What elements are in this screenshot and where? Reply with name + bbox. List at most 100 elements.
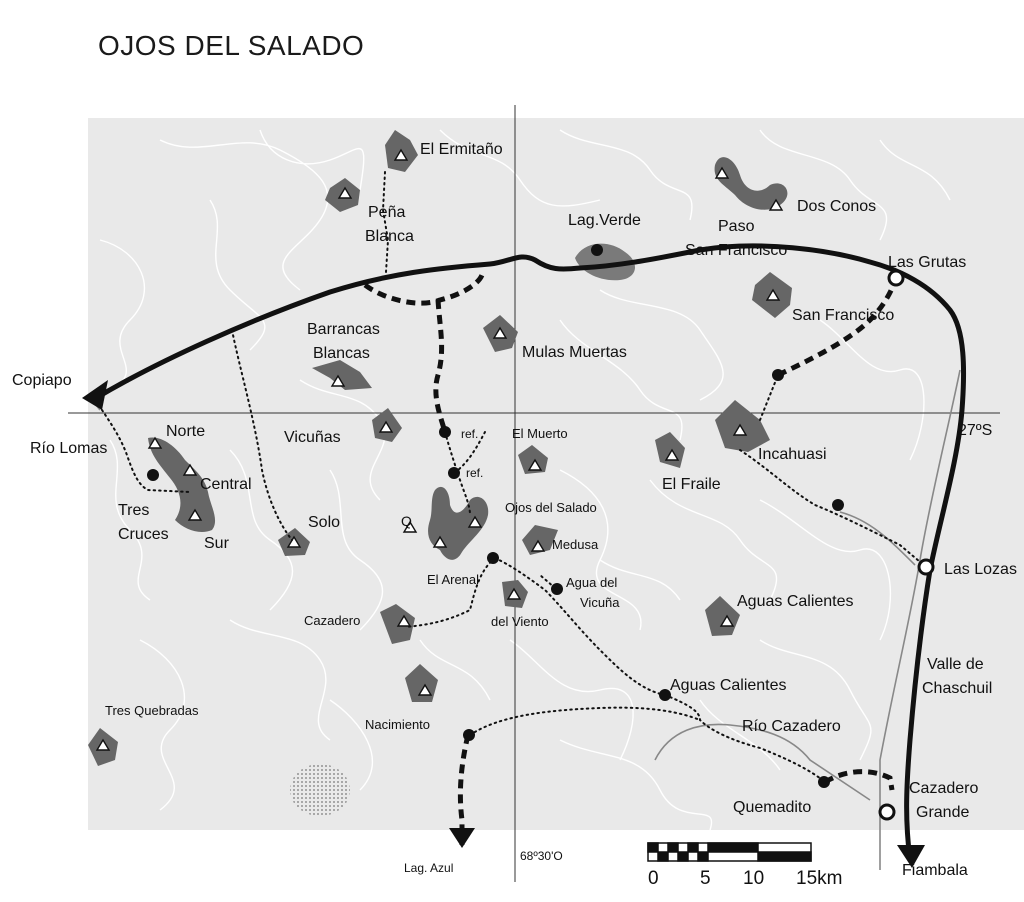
map-title: OJOS DEL SALADO — [98, 30, 365, 61]
quemadito-point — [818, 776, 830, 788]
label-blancas: Blancas — [313, 345, 370, 362]
label-aguas-calientes: Aguas Calientes — [670, 677, 787, 694]
medusa-peak — [522, 525, 558, 555]
summit-icon — [182, 463, 198, 476]
cazadero-grande-marker — [878, 803, 896, 821]
tres-cruces-point — [147, 469, 159, 481]
incahuasi-route-point — [772, 369, 784, 381]
label-medusa: Medusa — [552, 537, 599, 552]
label-norte: Norte — [166, 423, 206, 440]
label-rio-cazadero: Río Cazadero — [742, 718, 841, 735]
summit-icon — [393, 148, 409, 161]
el-muerto-peak — [518, 445, 548, 474]
summit-icon — [719, 614, 735, 627]
label-longitude: 68º30'O — [520, 849, 563, 863]
incahuasi-peak — [715, 400, 770, 452]
map-background — [88, 118, 960, 830]
label-cazadero-grande-2: Grande — [916, 804, 970, 821]
label-san-francisco: San Francisco — [792, 307, 895, 324]
summit-icon — [396, 614, 412, 627]
label-ojos-del-salado: Ojos del Salado — [505, 500, 597, 515]
agua-del-vicuna-point — [551, 583, 563, 595]
summit-icon — [527, 458, 543, 471]
label-vicunas: Vicuñas — [284, 429, 341, 446]
summit-icon — [286, 535, 302, 548]
label-nacimiento: Nacimiento — [365, 717, 431, 732]
label-el-ermitano: El Ermitaño — [420, 141, 503, 158]
las-lozas-marker — [917, 558, 935, 576]
label-paso-san-francisco: San Francisco — [685, 242, 788, 259]
summit-icon — [768, 198, 784, 211]
summit-icon — [147, 436, 163, 449]
scale-label-5: 5 — [700, 868, 711, 889]
label-chaschuil: Chaschuil — [922, 680, 993, 697]
label-incahuasi: Incahuasi — [758, 446, 827, 463]
las-grutas-marker — [887, 269, 905, 287]
label-ref: ref. — [461, 427, 479, 441]
summit-icon — [417, 683, 433, 696]
label-tres-quebradas: Tres Quebradas — [105, 703, 199, 718]
label-el-fraile: El Fraile — [662, 476, 721, 493]
barrancas-blancas-peak — [312, 360, 372, 390]
label-copiapo: Copiapo — [12, 372, 72, 389]
summit-icon — [187, 508, 203, 521]
label-cruces: Cruces — [118, 526, 169, 543]
summit-icon — [95, 738, 111, 751]
label-latitude: 27ºS — [958, 422, 993, 439]
summit-icon — [330, 374, 346, 387]
label-las-grutas: Las Grutas — [888, 254, 967, 271]
label-vicuna: Vicuña — [580, 595, 620, 610]
summit-icon — [765, 288, 781, 301]
scale-label-15km: 15km — [796, 868, 843, 889]
summit-icon — [664, 448, 680, 461]
summit-icon — [432, 535, 448, 548]
label-sur: Sur — [204, 535, 229, 552]
label-lag-verde: Lag.Verde — [568, 212, 641, 229]
fiambala-arrowhead — [897, 845, 925, 868]
label-lag-azul: Lag. Azul — [404, 861, 454, 875]
main-road — [94, 243, 967, 861]
label-paso: Paso — [718, 218, 755, 235]
label-mulas-muertas: Mulas Muertas — [522, 344, 627, 361]
label-central: Central — [200, 476, 252, 493]
label-cazadero: Cazadero — [304, 613, 361, 628]
summit-icon — [337, 186, 353, 199]
summit-triangles — [95, 148, 784, 751]
lag-verde-lake — [575, 243, 636, 281]
summit-icon — [402, 520, 418, 533]
cazadero-peak — [380, 604, 415, 644]
scale-label-10: 10 — [743, 868, 765, 889]
summit-icon — [732, 423, 748, 436]
label-rio-lomas: Río Lomas — [30, 440, 108, 457]
label-barrancas: Barrancas — [307, 321, 380, 338]
summit-icon — [506, 587, 522, 600]
scale-bar — [647, 842, 812, 862]
label-aguas-calientes-peak: Aguas Calientes — [737, 593, 854, 610]
dashed-tracks — [363, 273, 899, 845]
summit-icon — [378, 420, 394, 433]
label-agua-del: Agua del — [566, 575, 618, 590]
label-ref-2: ref. — [466, 466, 484, 480]
summit-icon — [467, 515, 483, 528]
el-arenal-point — [487, 552, 499, 564]
map-background-east — [960, 118, 1024, 830]
label-fiambala: Fiambala — [902, 862, 968, 879]
ref-point-2 — [448, 467, 460, 479]
lag-azul-arrowhead — [449, 828, 475, 848]
label-blanca: Blanca — [365, 228, 414, 245]
label-el-arenal: El Arenal — [427, 572, 480, 587]
summit-icon — [714, 166, 730, 179]
town-markers — [878, 269, 935, 821]
label-tres: Tres — [118, 502, 150, 519]
label-cazadero-grande-1: Cazadero — [909, 780, 979, 797]
lag-verde-point — [591, 244, 603, 256]
label-las-lozas: Las Lozas — [944, 561, 1017, 578]
label-q: Q — [401, 513, 412, 529]
label-solo: Solo — [308, 514, 341, 531]
dos-conos-massif — [714, 157, 788, 210]
summit-icon — [492, 326, 508, 339]
tres-cruces-massif — [148, 437, 216, 532]
trails — [101, 171, 927, 783]
summit-icon — [530, 539, 546, 552]
